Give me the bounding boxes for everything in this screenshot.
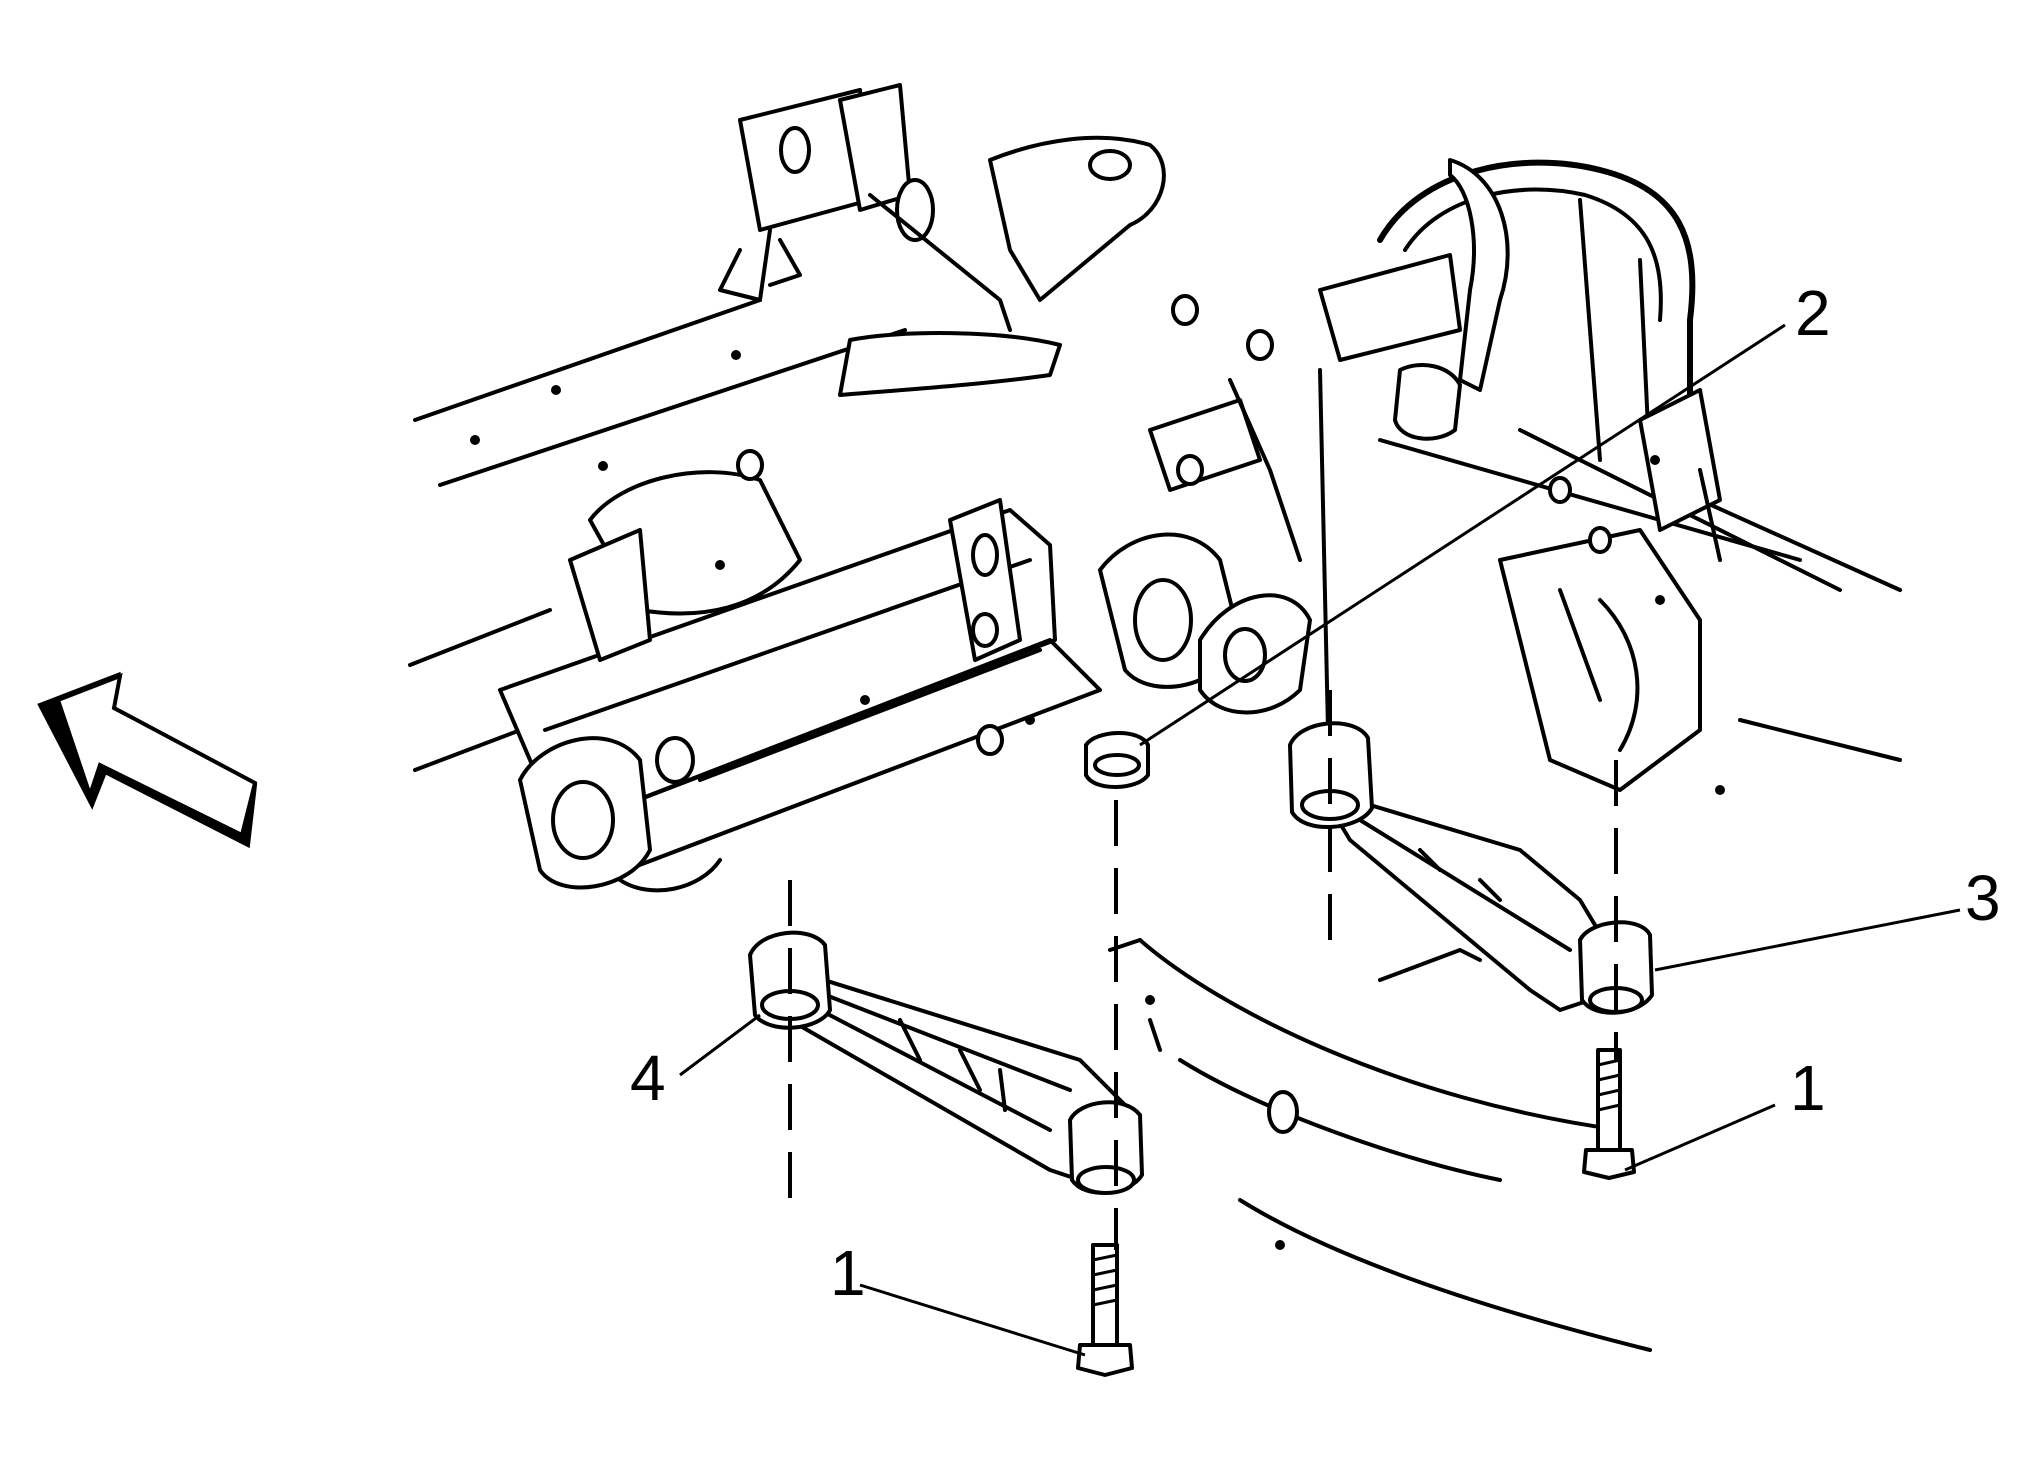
callout-leaders	[679, 323, 1961, 1357]
front-lower-arm-bolt	[1076, 1243, 1134, 1377]
rear-lower-arm-bolt	[1582, 1048, 1636, 1180]
front-direction-arrow-icon	[37, 671, 258, 849]
callout-4: 4	[630, 1042, 666, 1114]
callout-2: 2	[1795, 277, 1831, 349]
front-lower-control-arm	[748, 930, 1144, 1195]
callout-1-front: 1	[830, 1237, 866, 1309]
callout-1-rear: 1	[1790, 1052, 1826, 1124]
callout-3: 3	[1965, 862, 2001, 934]
vehicle-frame	[408, 83, 1902, 1352]
callout-labels: 2 3 1 4 1	[630, 277, 2001, 1309]
alignment-lines	[788, 690, 1618, 1250]
bushing-washer	[1084, 731, 1150, 789]
